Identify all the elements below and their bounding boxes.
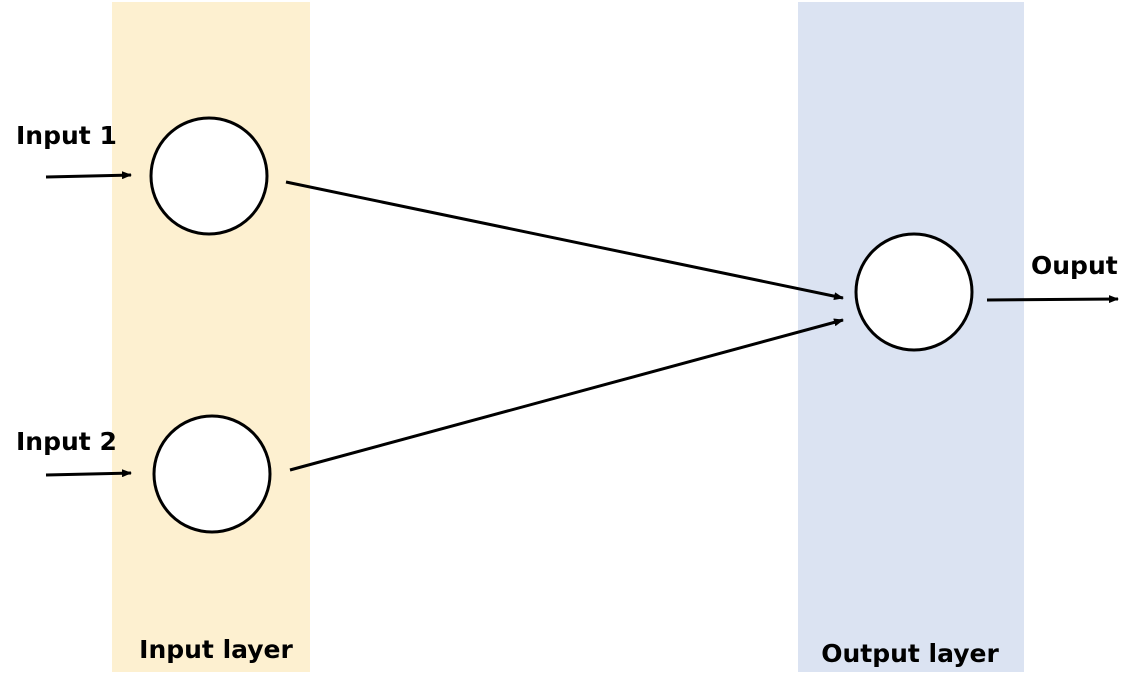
output-arrow (986, 295, 1119, 304)
input-layer-label: Input layer (139, 635, 293, 664)
input-2-label: Input 2 (16, 427, 117, 456)
input-1-arrow (45, 171, 132, 180)
input-node-1 (149, 116, 269, 236)
input-node-2 (152, 414, 272, 534)
input-layer-band (112, 2, 310, 672)
output-label: Ouput (1031, 251, 1118, 280)
input-2-arrow (45, 469, 132, 478)
output-layer-label: Output layer (821, 639, 999, 668)
output-node (854, 232, 974, 352)
input-1-label: Input 1 (16, 121, 117, 150)
edge-input-2-to-output (289, 318, 844, 472)
edge-input-1-to-output (285, 180, 844, 301)
